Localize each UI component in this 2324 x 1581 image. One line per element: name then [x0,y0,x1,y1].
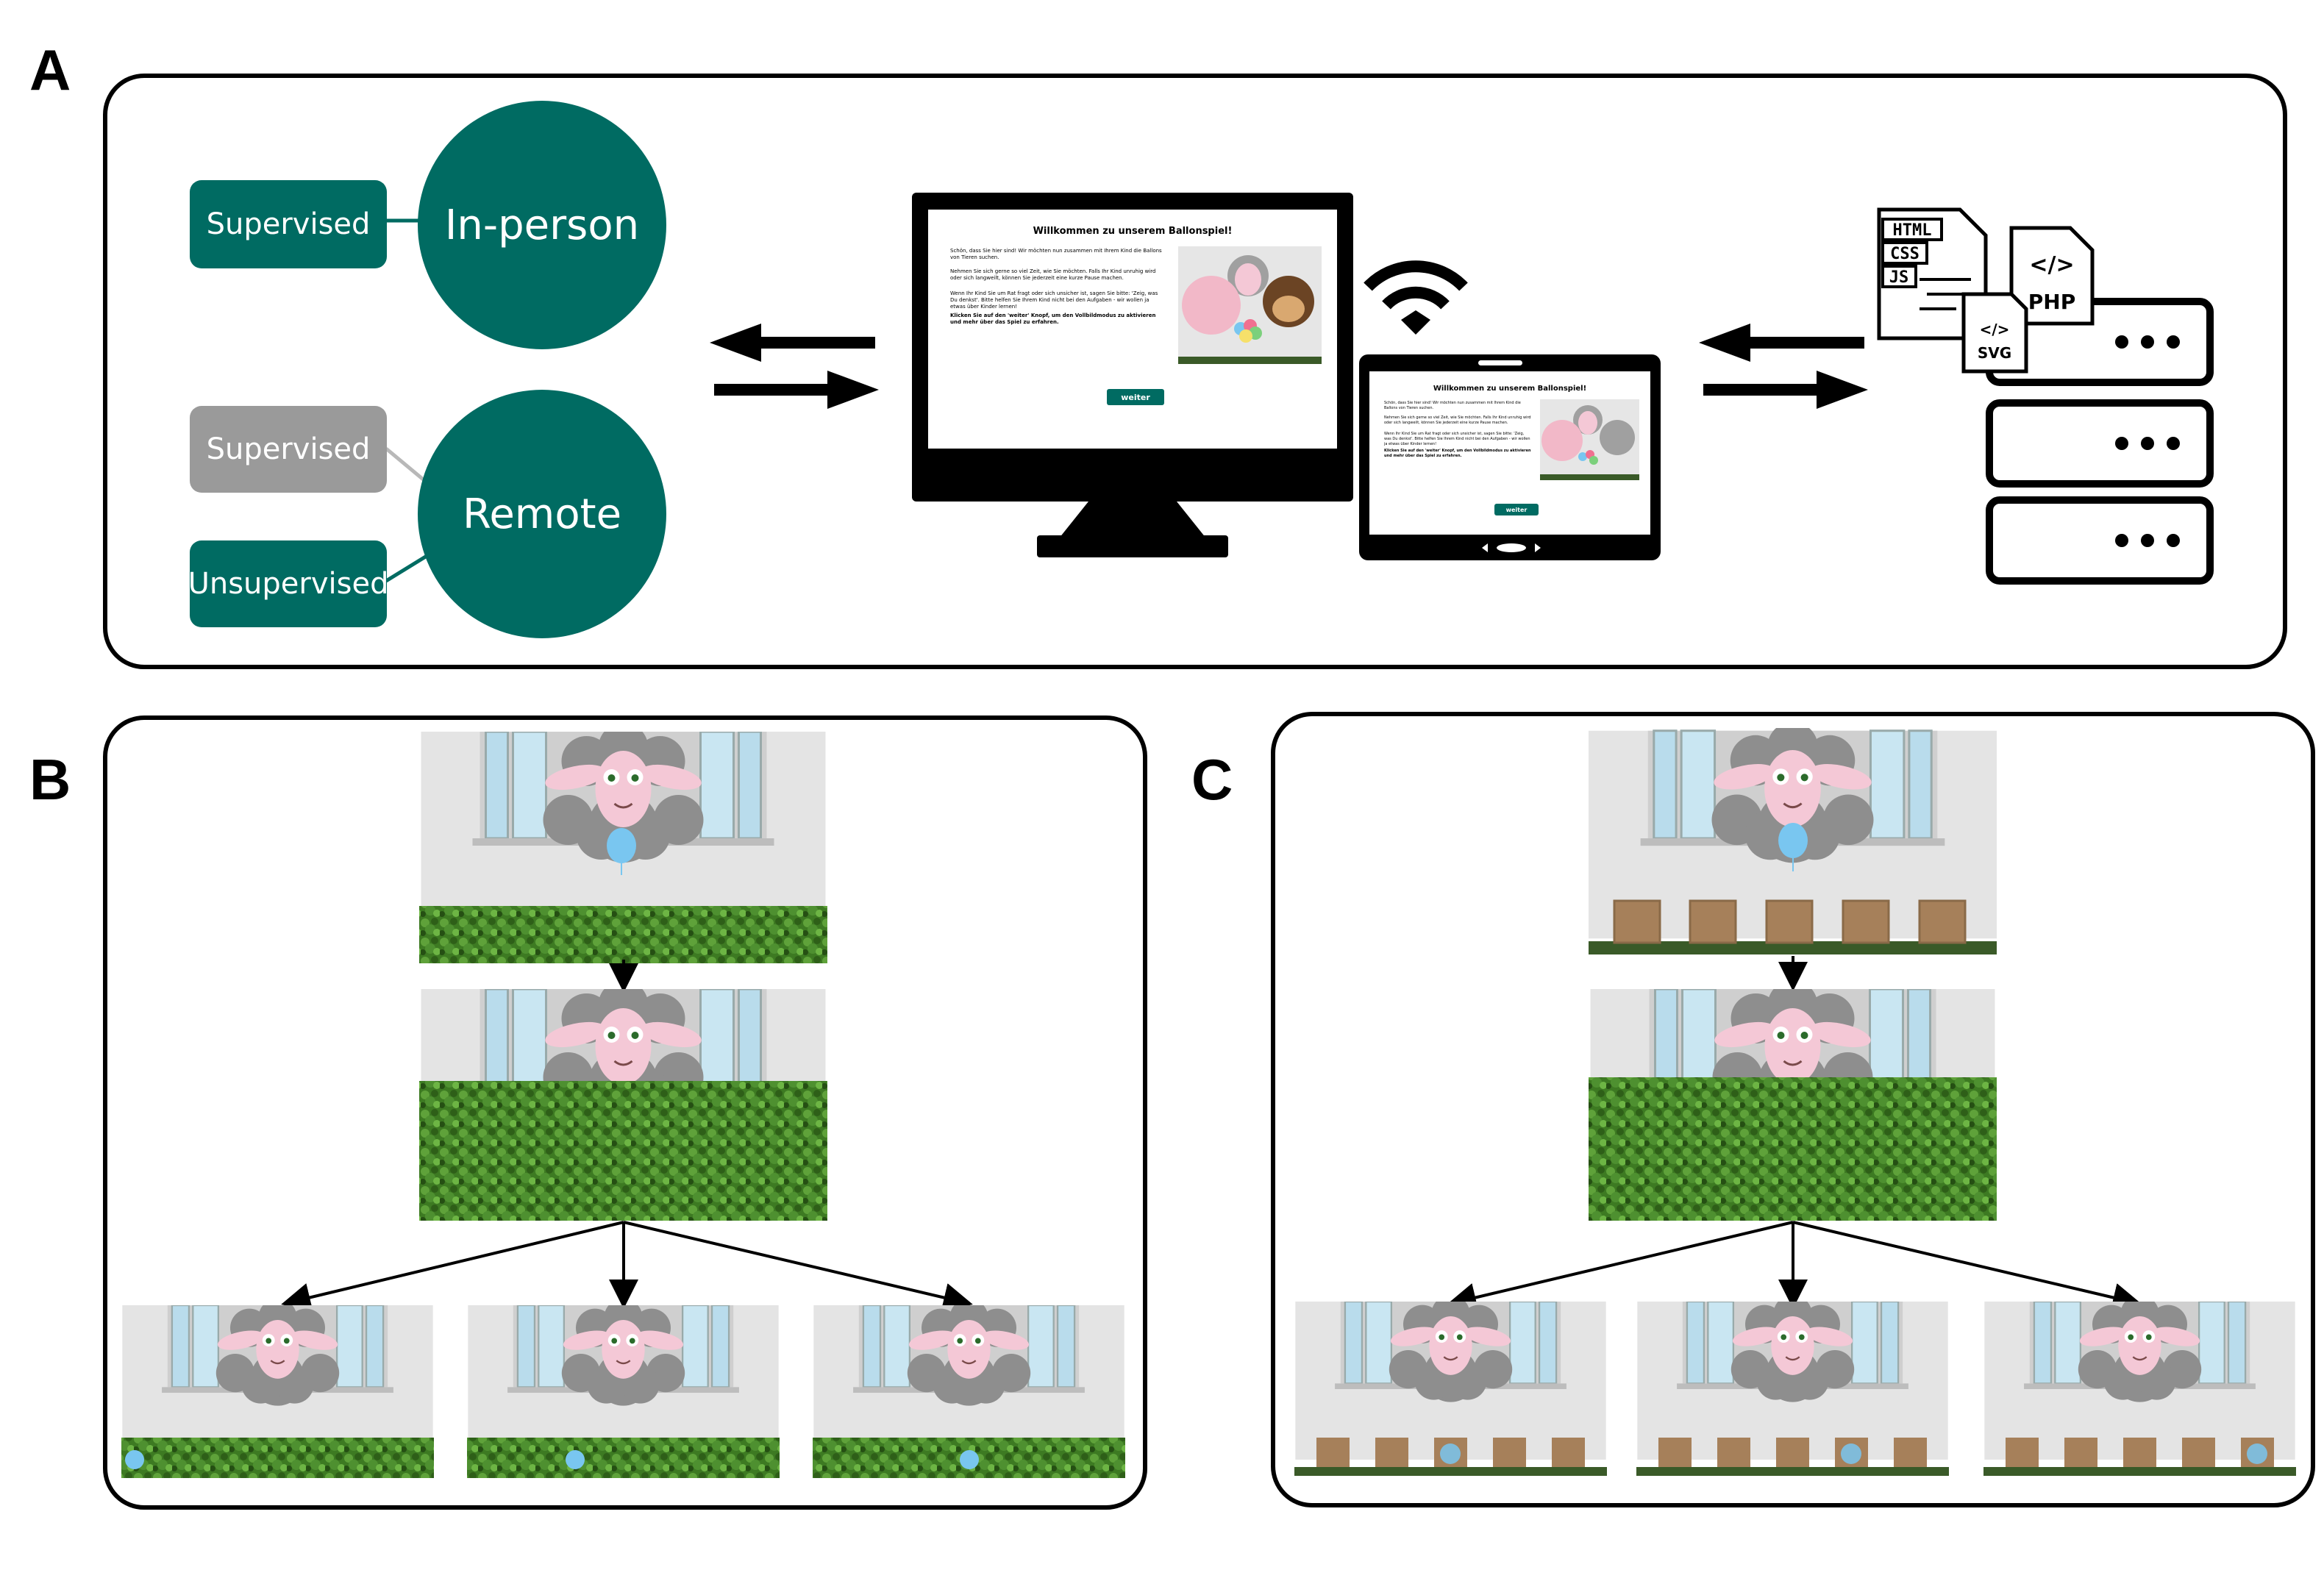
tablet-screen-title: Willkommen zu unserem Ballonspiel! [1433,385,1587,393]
panel-a-label: A [29,38,71,102]
tablet-animals-preview [1540,399,1639,480]
svg-text:</>: </> [2029,252,2074,278]
double-arrow-icon [1699,324,1868,409]
svg-text:</>: </> [1980,321,2010,338]
file-tag-js: JS [1889,268,1909,287]
screen-title: Willkommen zu unserem Ballonspiel! [1033,226,1233,237]
tablet-screen-paragraph: Nehmen Sie sich gerne so viel Zeit, wie … [1384,415,1531,425]
balloon-icon [2247,1443,2267,1464]
in-person-supervised-pill: Supervised [190,180,387,268]
remote-circle: Remote [418,390,666,638]
wifi-icon [1364,260,1468,335]
balloon-icon [125,1450,144,1469]
weiter-button[interactable]: weiter [1107,389,1164,405]
monitor-stand [1059,502,1206,538]
hedge-icon [419,1081,827,1221]
tablet-screen-paragraph: Wenn Ihr Kind Sie um Rat fragt oder sich… [1384,432,1530,446]
hedge-icon [121,1438,434,1478]
remote-unsupervised-pill: Unsupervised [188,540,388,627]
file-tag-css: CSS [1890,245,1920,263]
hedge-icon [419,906,827,963]
scene-outcome-middle [467,1305,780,1478]
tablet-screen-paragraph: Klicken Sie auf den 'weiter' Knopf, um d… [1384,449,1531,458]
remote-supervised-pill: Supervised [190,406,387,493]
double-arrow-icon [710,324,879,409]
animals-preview [1178,246,1322,364]
file-tag-svg: SVG [1978,344,2011,362]
balloon-icon [1778,823,1808,871]
scene-outcome-right [813,1305,1125,1478]
tablet-weiter-button[interactable]: weiter [1494,504,1539,515]
scene-outcome-boxes-middle [1636,1302,1949,1476]
box-icon [1613,899,1967,944]
screen-paragraph: Klicken Sie auf den 'weiter' Knopf, um d… [950,313,1156,325]
scene-show-balloon [419,732,827,963]
balloon-icon [1841,1443,1861,1464]
panel-b-label: B [29,747,71,812]
scene-hide-balloon [419,989,827,1221]
panel-c-label: C [1191,747,1233,812]
tablet-screen: Willkommen zu unserem Ballonspiel! Schön… [1369,371,1650,535]
in-person-circle: In-person [418,101,666,349]
monitor-screen: Willkommen zu unserem Ballonspiel! Schön… [928,210,1337,449]
scene-show-balloon-boxes [1589,728,1997,954]
balloon-icon [1440,1443,1461,1464]
balloon-icon [566,1450,585,1469]
code-file-icon: HTML CSS JS </> PHP </> SVG [1877,207,2095,374]
balloon-icon [607,828,636,875]
scene-outcome-boxes-left [1294,1302,1607,1476]
scene-outcome-left [121,1305,434,1478]
tablet-screen-paragraph: Schön, dass Sie hier sind! Wir möchten n… [1384,401,1521,410]
hedge-icon [1589,1077,1997,1221]
screen-paragraph: Wenn Ihr Kind Sie um Rat fragt oder sich… [950,290,1158,310]
file-tag-html: HTML [1893,221,1932,240]
monitor-base [1037,535,1228,557]
balloon-icon [960,1450,979,1469]
scene-hide-balloon [1589,989,1997,1221]
tablet-nav-bar [1482,543,1541,552]
screen-paragraph: Nehmen Sie sich gerne so viel Zeit, wie … [950,268,1156,281]
tablet-speaker [1478,360,1522,365]
screen-paragraph: Schön, dass Sie hier sind! Wir möchten n… [950,248,1162,260]
scene-outcome-boxes-right [1983,1302,2296,1476]
file-tag-php: PHP [2028,290,2075,314]
hedge-icon [467,1438,780,1478]
